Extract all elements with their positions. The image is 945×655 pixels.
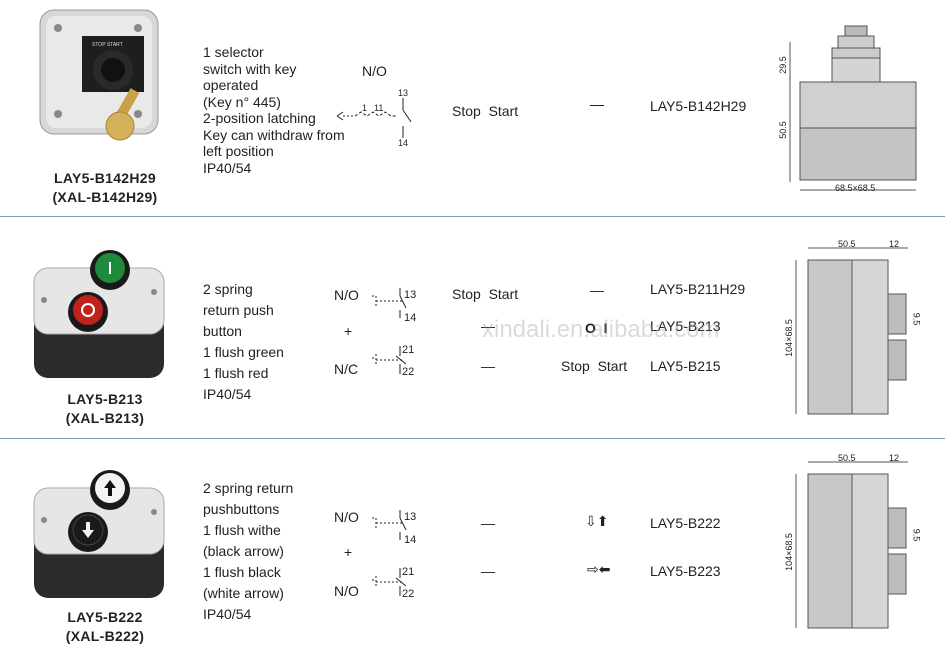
model-code: LAY5-B142H29 bbox=[54, 170, 156, 186]
contact-type-no-1: N/O bbox=[334, 509, 359, 525]
alt-model-code: (XAL-B213) bbox=[65, 410, 145, 426]
option-3-part: LAY5-B215 bbox=[650, 358, 721, 374]
terminal-14: 14 bbox=[404, 312, 417, 324]
option-2-symbol: ⇨⬅ bbox=[587, 561, 611, 577]
option-1-function: — bbox=[481, 515, 495, 531]
option-1-function: Stop Start bbox=[452, 286, 519, 302]
row-3: LAY5-B222 (XAL-B222) 2 spring return pus… bbox=[0, 440, 945, 655]
terminal-14: 14 bbox=[398, 138, 409, 148]
terminal-21: 21 bbox=[402, 344, 415, 356]
dim-body-height: 50.5 bbox=[777, 121, 788, 139]
dim-depth: 50.5 bbox=[838, 453, 856, 463]
dim-depth: 50.5 bbox=[838, 239, 856, 249]
description: 2 spring return pushbuttons 1 flush with… bbox=[203, 480, 294, 622]
alt-model-code: (XAL-B222) bbox=[65, 628, 145, 644]
terminal-13: 13 bbox=[398, 88, 409, 98]
contact-type: N/O bbox=[362, 63, 387, 79]
product-image-selector-switch: STOP START bbox=[39, 9, 159, 141]
function-text: Stop Start bbox=[452, 103, 519, 119]
option-1-symbol: — bbox=[590, 282, 604, 298]
row-1: STOP START LAY5-B142H29 (XAL-B142H29) 1 … bbox=[0, 0, 945, 215]
contact-type-no: N/O bbox=[334, 287, 359, 303]
option-2-part: LAY5-B213 bbox=[650, 318, 721, 334]
option-1-part: LAY5-B211H29 bbox=[650, 281, 746, 297]
contact-plus: + bbox=[344, 544, 353, 560]
description: 2 spring return push button 1 flush gree… bbox=[203, 281, 284, 402]
row-separator bbox=[0, 216, 945, 217]
row-2: LAY5-B213 (XAL-B213) 2 spring return pus… bbox=[0, 218, 945, 436]
part-number: LAY5-B142H29 bbox=[650, 98, 747, 114]
contact-schematic bbox=[372, 288, 407, 374]
dim-button: 9.5 bbox=[911, 528, 922, 542]
device-label: STOP START bbox=[92, 42, 123, 48]
terminal-14: 14 bbox=[404, 534, 417, 546]
cam-label-1: 1 bbox=[362, 103, 368, 113]
option-2-function: — bbox=[481, 318, 495, 334]
watermark: xindali.en.alibaba.com bbox=[482, 316, 720, 343]
option-3-symbol: Stop Start bbox=[561, 358, 628, 374]
contact-schematic bbox=[336, 98, 412, 138]
option-1-symbol: ⇩⬆ bbox=[585, 513, 609, 529]
terminal-22: 22 bbox=[402, 366, 415, 378]
row-separator bbox=[0, 438, 945, 439]
terminal-13: 13 bbox=[404, 511, 417, 523]
dimension-drawing bbox=[795, 247, 908, 415]
dim-protrusion: 12 bbox=[889, 239, 900, 249]
description: 1 selector switch with key operated (Key… bbox=[203, 44, 345, 176]
dimension-drawing bbox=[795, 461, 908, 629]
cam-label-11: 11 bbox=[374, 103, 384, 113]
model-name: LAY5-B222 (XAL-B222) bbox=[30, 608, 180, 646]
dim-side: 104×68.5 bbox=[783, 533, 794, 571]
dim-button: 9.5 bbox=[911, 312, 922, 326]
model-name: LAY5-B142H29 (XAL-B142H29) bbox=[30, 169, 180, 207]
option-2-symbol: O I bbox=[585, 320, 608, 336]
option-2-part: LAY5-B223 bbox=[650, 563, 721, 579]
option-1-part: LAY5-B222 bbox=[650, 515, 721, 531]
dim-side: 104×68.5 bbox=[783, 319, 794, 357]
alt-model-code: (XAL-B142H29) bbox=[52, 189, 158, 205]
model-code: LAY5-B213 bbox=[67, 391, 143, 407]
model-code: LAY5-B222 bbox=[67, 609, 143, 625]
dimension-drawing bbox=[789, 25, 917, 191]
contact-type-no-2: N/O bbox=[334, 583, 359, 599]
symbol-dash bbox=[590, 105, 604, 106]
product-image-arrow-buttons bbox=[33, 470, 165, 598]
terminal-22: 22 bbox=[402, 588, 415, 600]
option-3-function: — bbox=[481, 358, 495, 374]
dim-base: 68.5×68.5 bbox=[835, 183, 876, 193]
option-2-function: — bbox=[481, 563, 495, 579]
product-image-green-red bbox=[33, 250, 165, 378]
terminal-21: 21 bbox=[402, 566, 415, 578]
contact-schematic bbox=[372, 510, 407, 596]
model-name: LAY5-B213 (XAL-B213) bbox=[30, 390, 180, 428]
terminal-13: 13 bbox=[404, 289, 417, 301]
dim-top-height: 29.5 bbox=[777, 56, 788, 74]
contact-plus: + bbox=[344, 323, 353, 339]
contact-type-nc: N/C bbox=[334, 361, 359, 377]
dim-protrusion: 12 bbox=[889, 453, 900, 463]
